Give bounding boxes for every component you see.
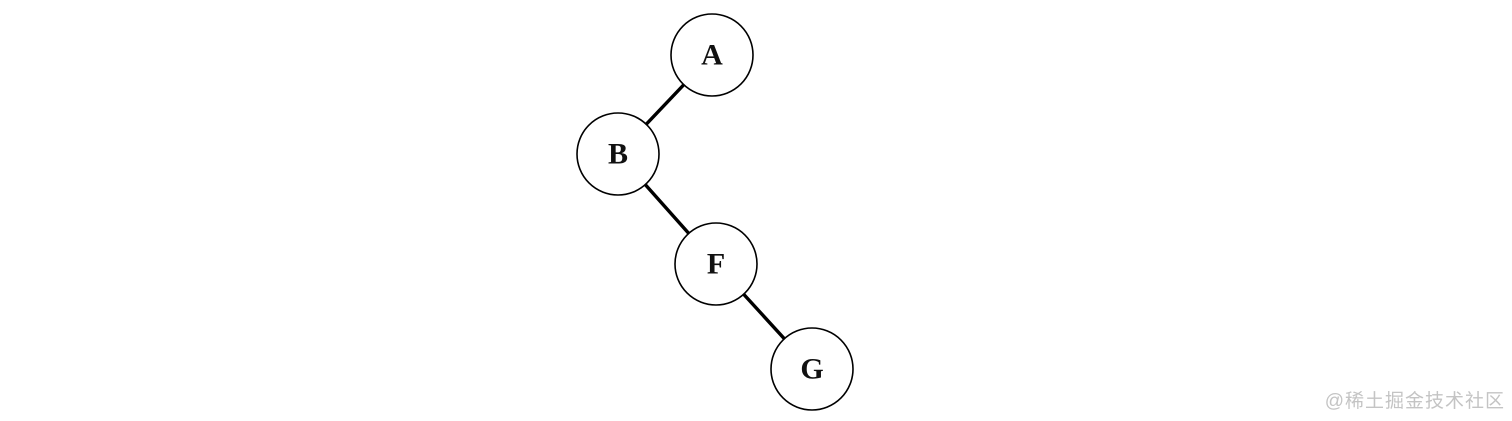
node-F: F xyxy=(674,222,758,306)
node-G: G xyxy=(770,327,854,411)
node-A: A xyxy=(670,13,754,97)
node-label-G: G xyxy=(800,353,823,386)
node-circle-A xyxy=(670,13,754,97)
node-circle-B xyxy=(576,112,660,196)
node-B: B xyxy=(576,112,660,196)
node-label-B: B xyxy=(608,138,628,171)
node-label-A: A xyxy=(701,39,723,72)
node-circle-G xyxy=(770,327,854,411)
watermark: @稀土掘金技术社区 xyxy=(1324,391,1505,412)
node-circle-F xyxy=(674,222,758,306)
node-label-F: F xyxy=(707,248,725,281)
